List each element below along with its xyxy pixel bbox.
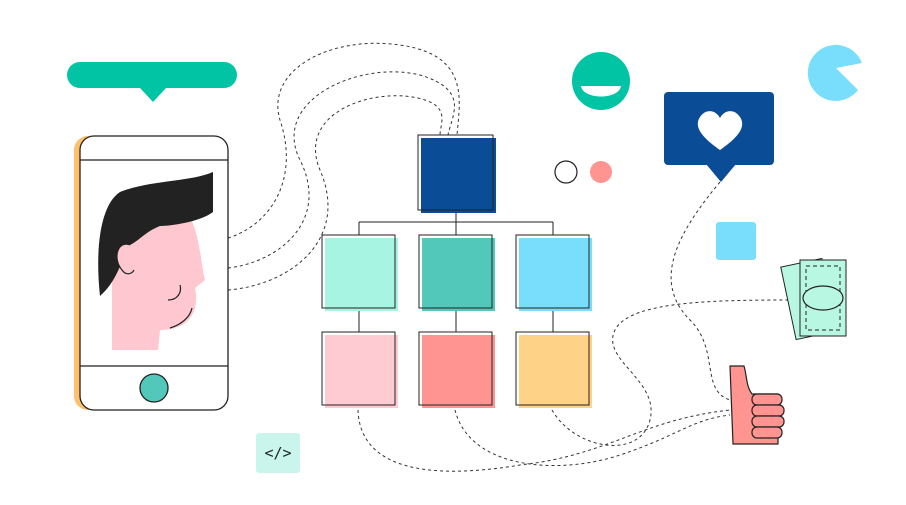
org-level1-box — [321, 234, 398, 311]
dashed-connectors — [227, 42, 801, 472]
thumbs-up-icon — [729, 365, 785, 445]
org-level2-box — [418, 331, 495, 408]
org-level1-box — [418, 234, 495, 311]
home-button-icon — [139, 373, 169, 403]
heart-message-icon — [664, 92, 774, 182]
smiley-icon — [572, 52, 630, 110]
org-level1-box — [515, 234, 592, 311]
square-icon — [716, 222, 756, 260]
pacman-icon — [807, 44, 862, 101]
profile-face-icon — [98, 172, 213, 350]
speech-bubble-icon — [67, 62, 237, 102]
money-bills-icon — [780, 257, 847, 341]
org-chart — [321, 134, 592, 408]
org-level2-box — [321, 331, 398, 408]
dots-icon — [554, 160, 612, 184]
code-tag-label: </> — [264, 444, 292, 462]
code-icon: </> — [256, 433, 300, 473]
org-chart-lines — [358, 210, 554, 332]
org-root-box — [417, 134, 496, 213]
org-level2-box — [515, 331, 592, 408]
